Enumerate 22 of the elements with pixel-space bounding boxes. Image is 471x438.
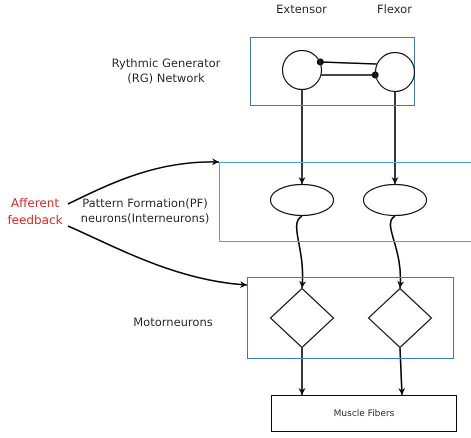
arrow bbox=[68, 225, 248, 288]
neuron-diamond bbox=[270, 288, 334, 348]
column-label: Extensor bbox=[275, 2, 328, 16]
arrow bbox=[68, 158, 219, 205]
arrow bbox=[398, 348, 406, 396]
box-heading: Rythmic Generator (RG) Network bbox=[110, 56, 222, 86]
box-text: Muscle Fibers bbox=[334, 408, 394, 418]
arrow bbox=[296, 215, 306, 288]
box-heading: Motorneurons bbox=[132, 315, 214, 330]
connector-line bbox=[321, 72, 379, 78]
neuron-ellipse bbox=[362, 184, 426, 216]
arrow bbox=[390, 215, 404, 288]
column-label: Flexor bbox=[376, 2, 413, 16]
arrow bbox=[298, 348, 306, 395]
muscle-box bbox=[271, 395, 457, 432]
arrow bbox=[392, 92, 398, 184]
arrow bbox=[298, 90, 306, 184]
feedback-label: Afferent feedback bbox=[6, 195, 64, 229]
neuron-ellipse bbox=[270, 184, 334, 216]
box-heading: Pattern Formation(PF) neurons(Interneurons) bbox=[80, 196, 210, 226]
neuron-diamond bbox=[368, 288, 432, 348]
connector-line bbox=[316, 58, 377, 66]
